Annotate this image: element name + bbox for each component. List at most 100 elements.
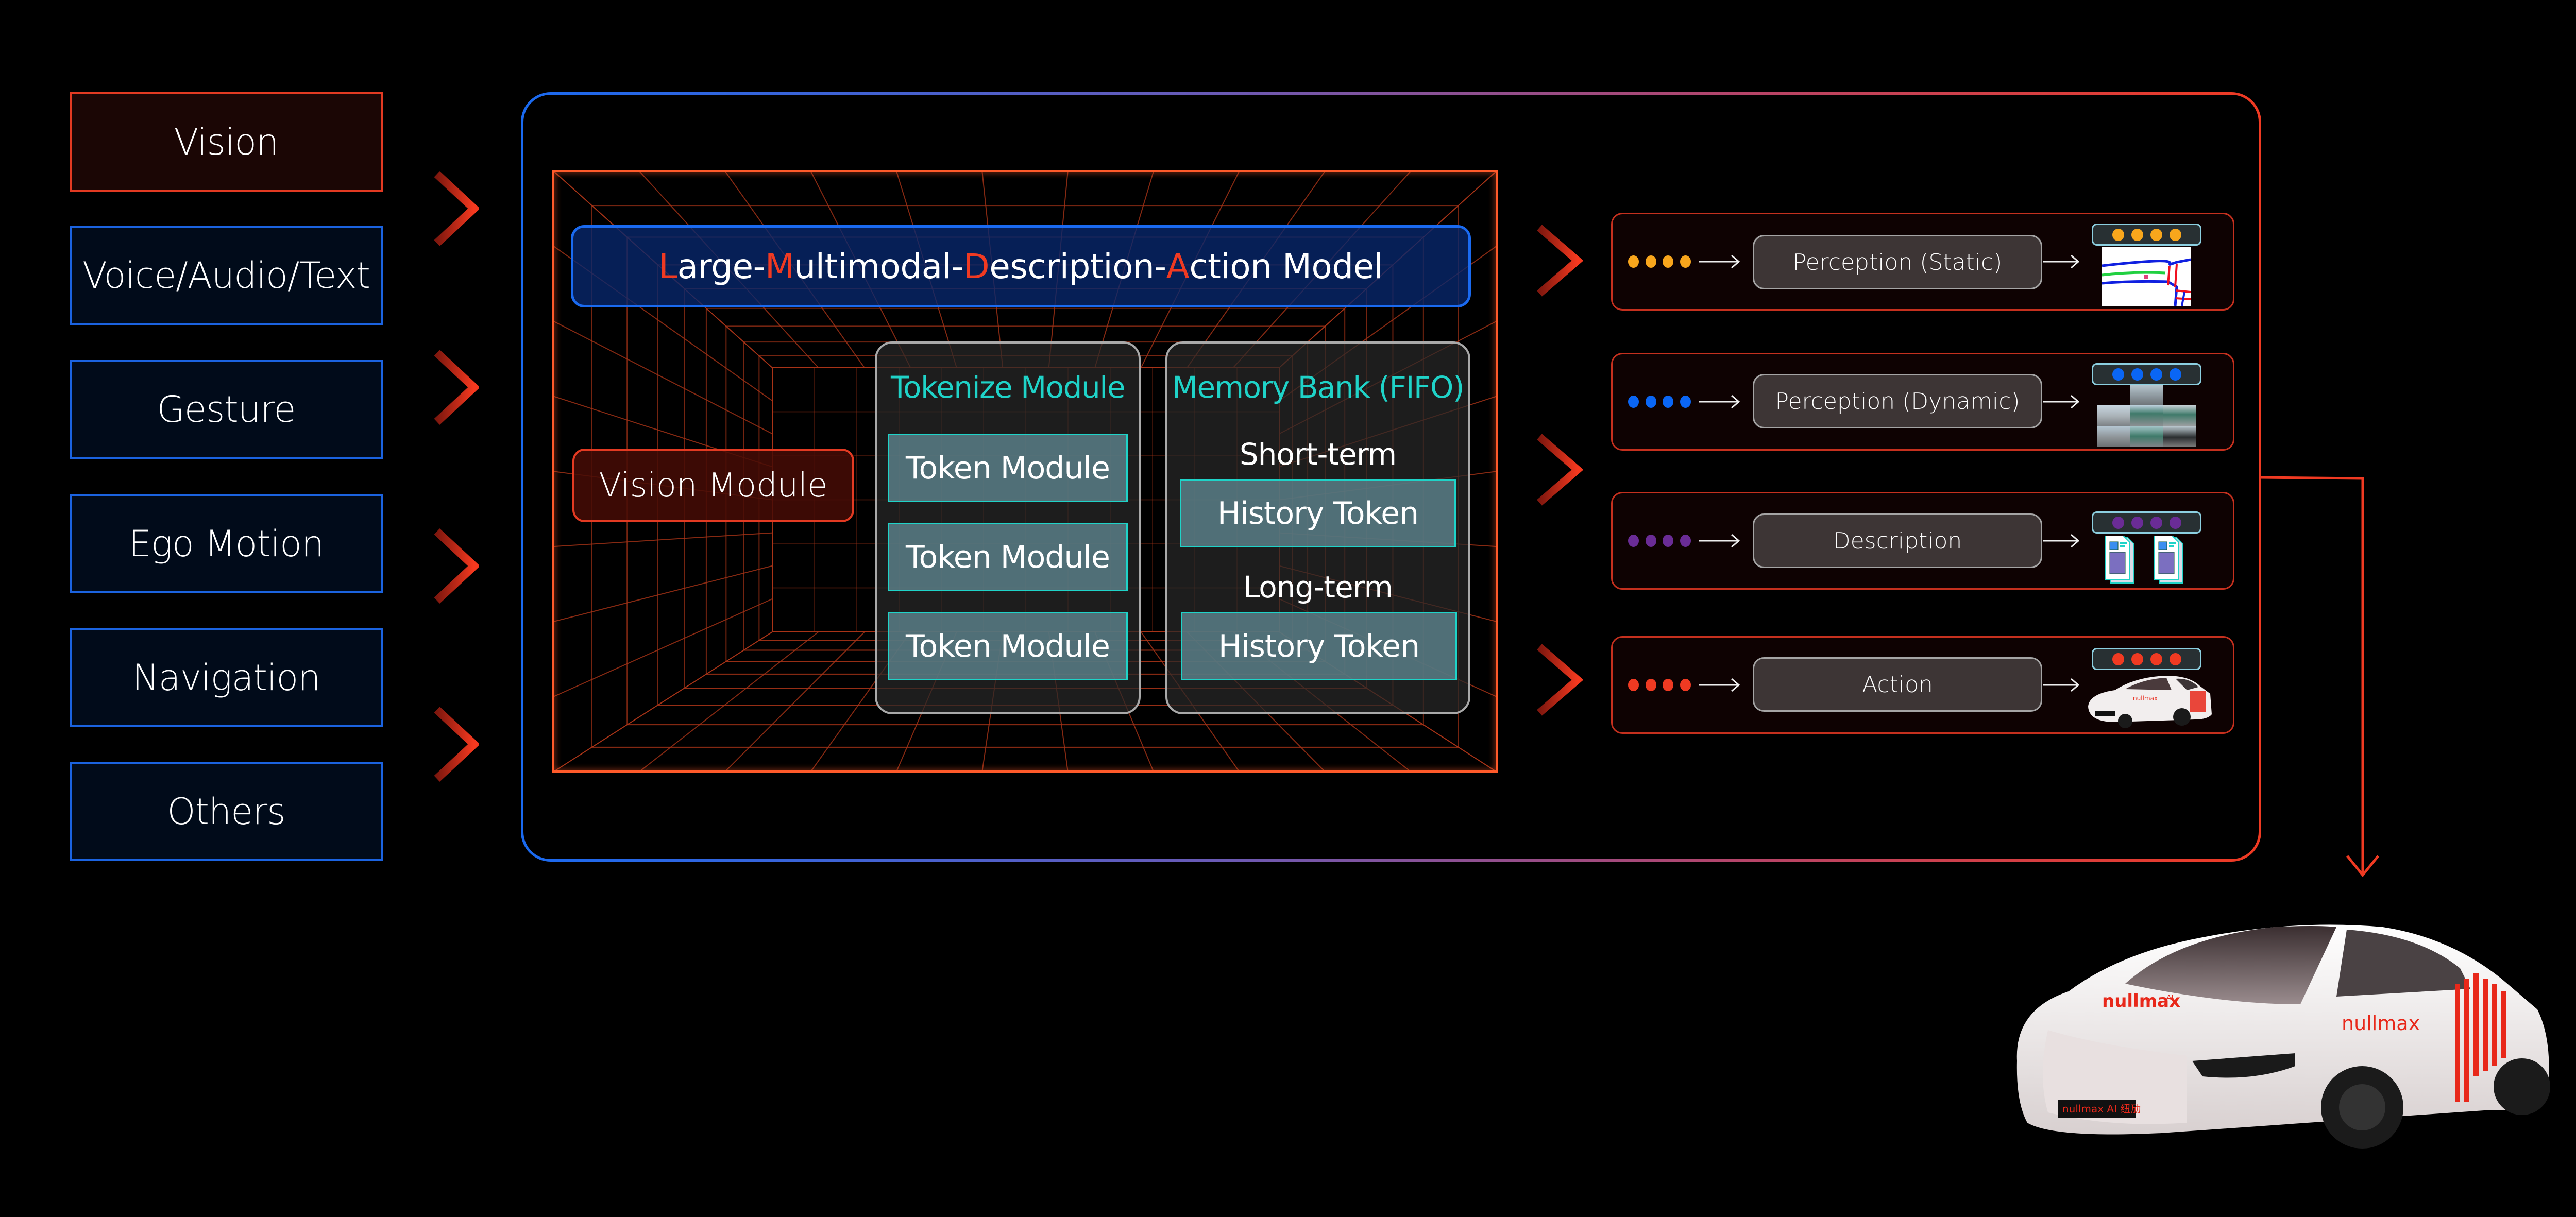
long-term-label: Long-term — [1243, 570, 1393, 605]
input-label: Ego Motion — [128, 523, 325, 565]
input-token-dot — [1645, 396, 1656, 408]
chevron-right-icon — [434, 707, 479, 782]
document-icons — [2105, 536, 2183, 584]
output-token-dot — [2112, 516, 2124, 529]
input-others: Others — [70, 762, 383, 861]
output-token-dot — [2112, 228, 2124, 241]
chevron-right-icon — [434, 171, 479, 246]
car-door-brand: nullmax — [2342, 1012, 2420, 1035]
input-token-dot — [1680, 679, 1691, 691]
input-token-dot — [1680, 396, 1691, 408]
title-letter-l: L — [658, 246, 677, 286]
arrow-right-icon — [1699, 254, 1740, 269]
short-term-label: Short-term — [1239, 437, 1397, 472]
input-label: Voice/Audio/Text — [82, 254, 370, 297]
output-token-dot — [2131, 368, 2143, 381]
input-label: Navigation — [132, 657, 320, 699]
input-token-dot — [1663, 255, 1673, 268]
output-token-dot — [2150, 368, 2162, 381]
input-token-dot — [1628, 535, 1639, 547]
chevron-right-icon — [434, 350, 479, 425]
history-token-long: History Token — [1181, 612, 1457, 680]
grid-line — [552, 631, 773, 773]
process-label: Description — [1833, 527, 1962, 554]
arrow-right-icon — [1699, 678, 1740, 692]
process-label: Action — [1862, 671, 1933, 698]
input-token-dot — [1645, 255, 1656, 268]
title-part: ction Model — [1189, 246, 1383, 286]
input-vision: Vision — [70, 92, 383, 192]
chevron-right-icon — [1537, 644, 1583, 716]
output-connector-arrow — [2259, 476, 2379, 877]
camera-rear-left — [2097, 426, 2130, 447]
car-thumbnail: nullmax — [2088, 676, 2212, 728]
arrow-right-icon — [1699, 395, 1740, 409]
title-part: ultimodal- — [794, 246, 963, 286]
input-label: Vision — [174, 121, 279, 163]
output-token-badge — [2092, 511, 2201, 534]
chevron-right-icon — [1537, 225, 1583, 297]
output-token-dot — [2112, 653, 2124, 665]
process-perception-static: Perception (Static) — [1753, 235, 2042, 289]
output-token-dot — [2169, 653, 2181, 665]
history-token-short: History Token — [1180, 479, 1456, 547]
input-ego-motion: Ego Motion — [70, 494, 383, 593]
token-module-label: Token Module — [906, 628, 1110, 664]
chevron-right-icon — [1537, 434, 1583, 506]
camera-rear — [2130, 426, 2163, 447]
camera-front-center — [2130, 405, 2163, 426]
process-label: Perception (Static) — [1792, 249, 2003, 276]
output-token-badge — [2092, 363, 2201, 385]
grid-line — [723, 631, 865, 773]
grid-line — [638, 631, 819, 773]
process-description: Description — [1753, 513, 2042, 568]
token-module-label: Token Module — [906, 539, 1110, 575]
input-label: Others — [167, 790, 285, 833]
input-voice-audio-text: Voice/Audio/Text — [70, 226, 383, 325]
output-token-badge — [2092, 648, 2201, 670]
title-part: arge- — [677, 246, 766, 286]
token-module: Token Module — [888, 434, 1128, 502]
input-gesture: Gesture — [70, 360, 383, 459]
grid-line — [552, 565, 773, 623]
output-token-dot — [2131, 228, 2143, 241]
title-part: escription- — [989, 246, 1166, 286]
grid-line — [552, 320, 773, 435]
output-token-dot — [2169, 516, 2181, 529]
process-label: Perception (Dynamic) — [1775, 388, 2020, 415]
token-module-label: Token Module — [906, 450, 1110, 486]
output-token-dot — [2150, 653, 2162, 665]
token-module: Token Module — [888, 612, 1128, 680]
tokenize-module-title: Tokenize Module — [890, 370, 1126, 405]
grid-line — [552, 532, 773, 547]
input-label: Gesture — [157, 388, 296, 431]
arrow-right-icon — [1699, 534, 1740, 548]
arrow-right-icon — [2043, 534, 2079, 548]
camera-grid-thumbnail — [2097, 385, 2196, 447]
map-thumbnail — [2102, 247, 2191, 306]
input-token-dot — [1663, 396, 1673, 408]
grid-line — [552, 598, 773, 698]
output-token-dot — [2131, 516, 2143, 529]
chevron-right-icon — [434, 528, 479, 604]
output-token-dot — [2112, 368, 2124, 381]
input-token-dot — [1628, 255, 1639, 268]
output-token-dot — [2169, 228, 2181, 241]
camera-rear-right — [2163, 426, 2196, 447]
input-token-dot — [1645, 535, 1656, 547]
title-letter-a: A — [1166, 246, 1190, 286]
title-letter-d: D — [963, 246, 990, 286]
input-token-dot — [1628, 396, 1639, 408]
arrow-right-icon — [2043, 395, 2079, 409]
output-token-dot — [2150, 516, 2162, 529]
car-hood-brand-suffix: AI — [2166, 994, 2174, 1002]
input-token-dot — [1628, 679, 1639, 691]
input-token-dot — [1680, 535, 1691, 547]
output-token-dot — [2150, 228, 2162, 241]
input-navigation: Navigation — [70, 628, 383, 727]
output-token-badge — [2092, 224, 2201, 246]
vision-module: Vision Module — [572, 449, 854, 522]
process-perception-dynamic: Perception (Dynamic) — [1753, 374, 2042, 428]
autonomous-car-image: nullmax AI nullmax nullmax AI 纽劢 — [2016, 924, 2550, 1149]
